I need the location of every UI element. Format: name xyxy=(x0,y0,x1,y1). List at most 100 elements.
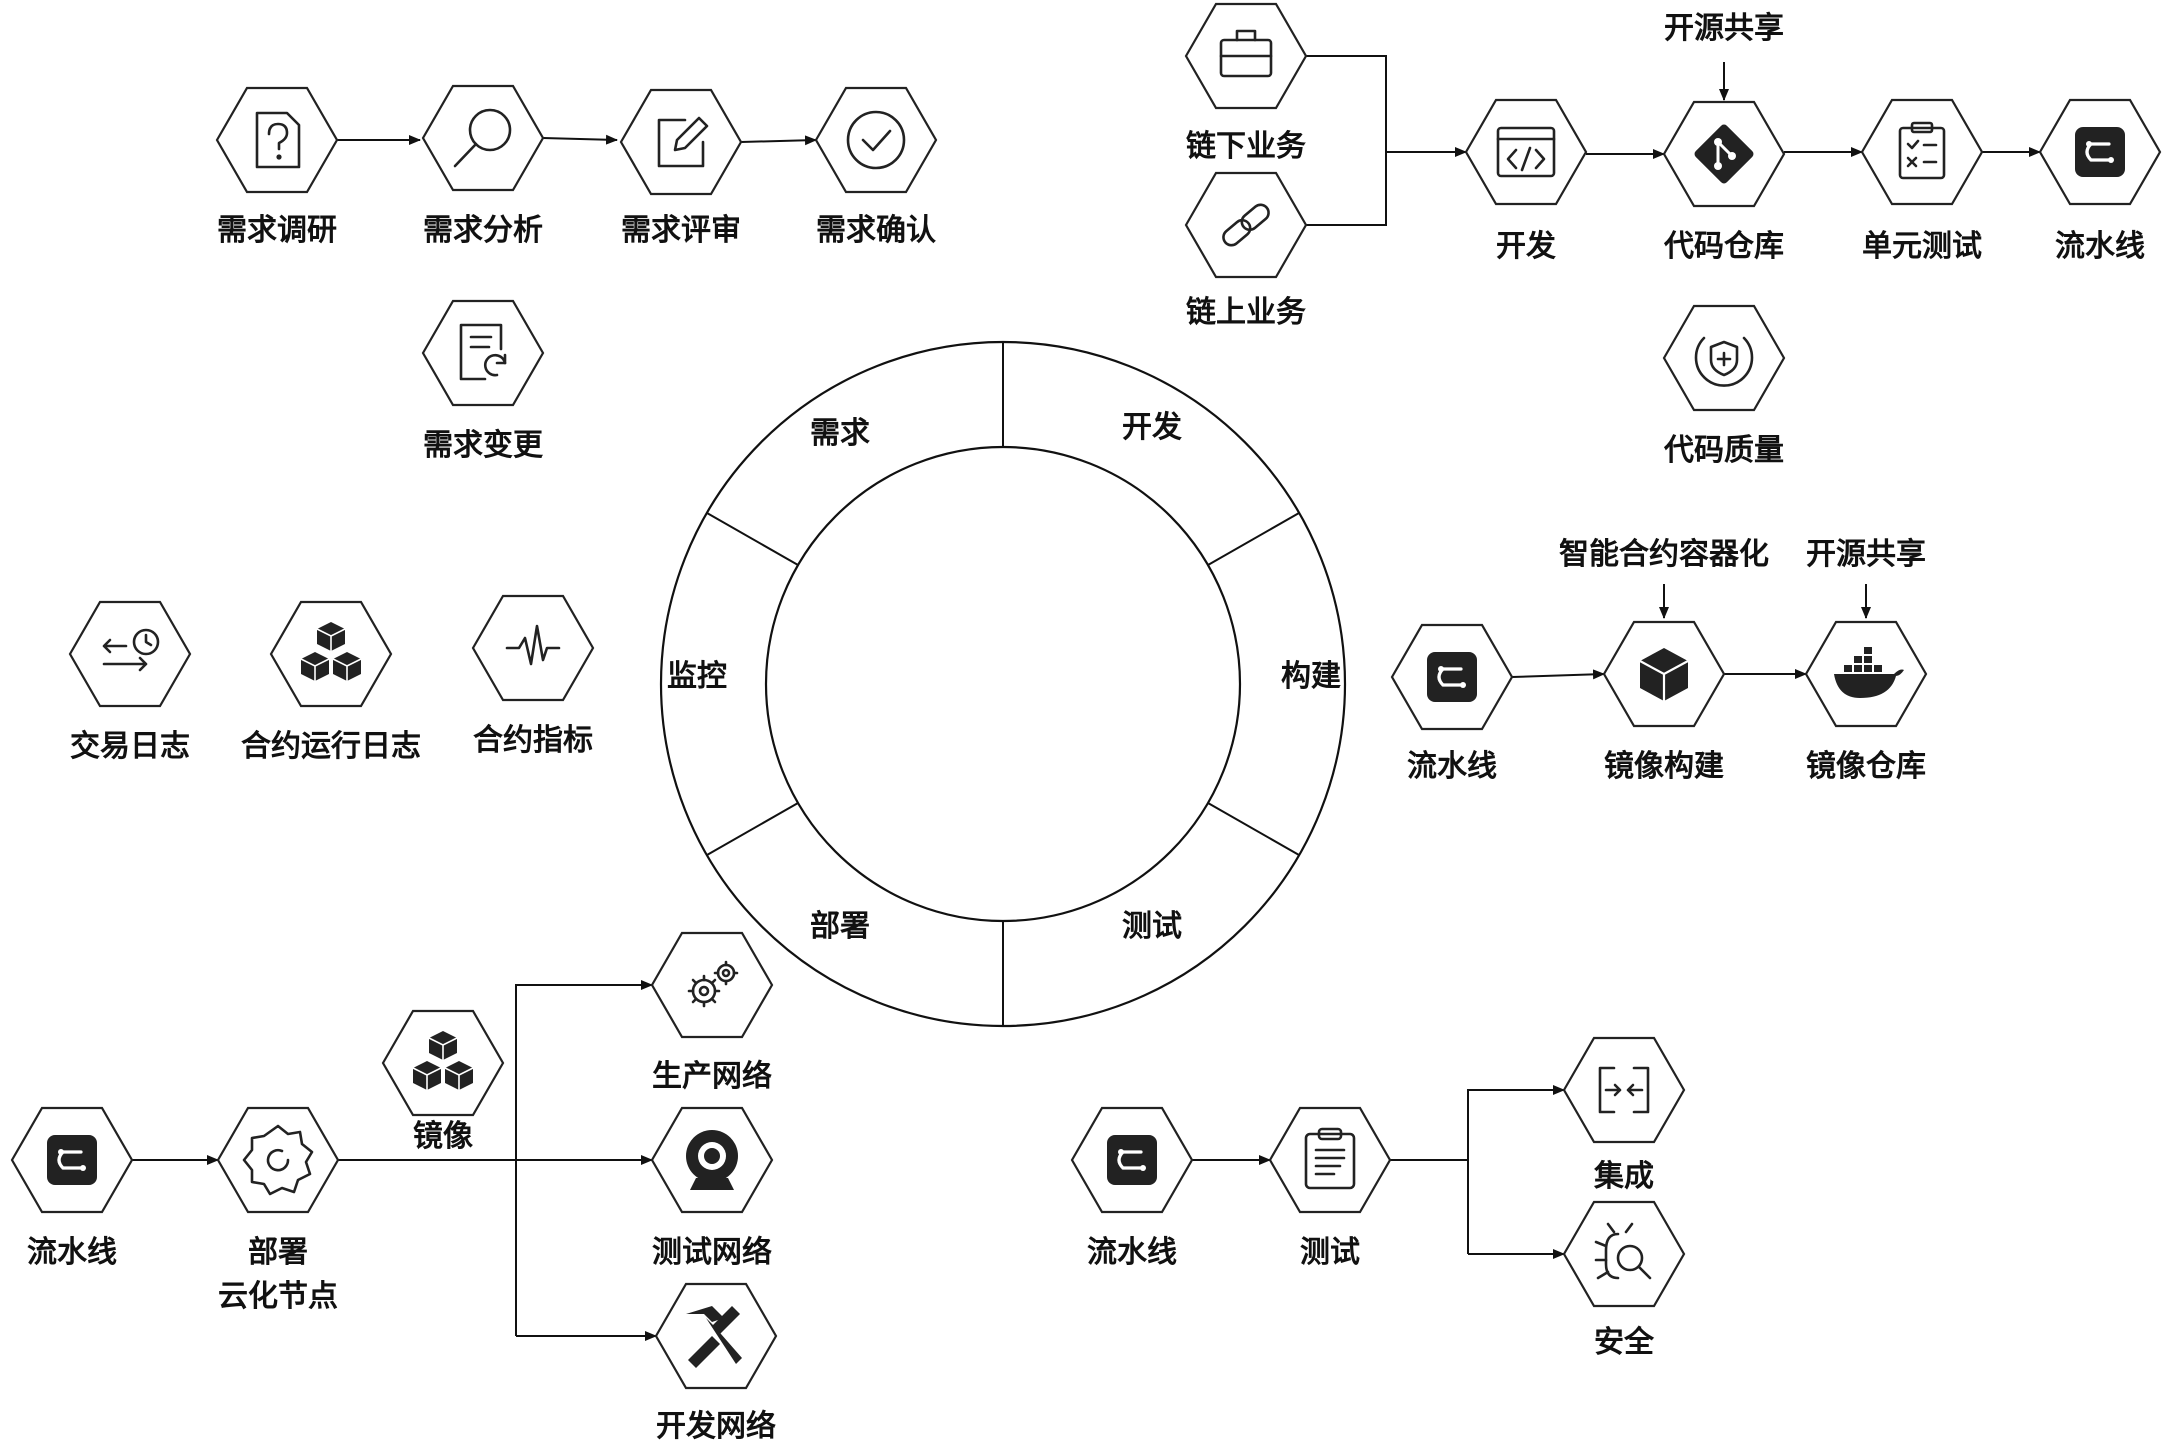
dev-pipeline-node xyxy=(2038,98,2162,206)
ring-segment-monitor: 监控 xyxy=(667,659,727,694)
build-pipeline-label: 流水线 xyxy=(1407,749,1497,784)
onchain-business-label: 链上业务 xyxy=(1186,295,1306,330)
ring-segment-test: 测试 xyxy=(1122,909,1182,944)
hammer-screwdriver-icon xyxy=(686,1306,742,1368)
integration-label: 集成 xyxy=(1593,1159,1654,1194)
pipeline-icon xyxy=(1107,1135,1157,1185)
code-quality-label: 代码质量 xyxy=(1663,433,1784,468)
deploy-group: 镜像 流水线 部署 云化节点 生产网络 测试网络 开发网络 xyxy=(10,931,778,1444)
check-circle-icon xyxy=(846,110,906,170)
testing-group: 流水线 测试 集成 安全 xyxy=(1070,1036,1686,1360)
ring-segment-deploy: 部署 xyxy=(810,909,870,944)
test-pipeline-label: 流水线 xyxy=(1087,1235,1177,1270)
cube-icon xyxy=(1639,648,1689,701)
bug-search-icon xyxy=(1594,1222,1652,1280)
security-node xyxy=(1562,1200,1686,1308)
transfer-clock-icon xyxy=(102,628,160,672)
pipeline-icon xyxy=(47,1135,97,1185)
unit-test-label: 单元测试 xyxy=(1862,229,1982,264)
build-open-source-label: 开源共享 xyxy=(1806,537,1926,572)
shield-plus-icon xyxy=(1694,336,1754,387)
webcam-icon xyxy=(686,1130,738,1190)
unit-test-node xyxy=(1860,98,1984,206)
image-repository-node xyxy=(1804,620,1928,728)
code-window-icon xyxy=(1496,126,1556,178)
requirement-survey-label: 需求调研 xyxy=(217,213,337,248)
test-pipeline-node xyxy=(1070,1106,1194,1214)
requirement-confirm-label: 需求确认 xyxy=(816,213,936,248)
production-network-node xyxy=(650,931,774,1039)
deploy-label-line2: 云化节点 xyxy=(218,1279,338,1314)
test-network-label: 测试网络 xyxy=(652,1235,772,1270)
document-refresh-icon xyxy=(459,323,507,381)
development-group: 开源共享 链下业务 链上业务 开发 代码仓库 单元测试 流水线 代码质量 xyxy=(1184,2,2162,468)
ring-segment-development: 开发 xyxy=(1122,410,1182,445)
integration-node xyxy=(1562,1036,1686,1144)
requirement-change-node xyxy=(421,299,545,407)
image-build-label: 镜像构建 xyxy=(1604,749,1724,784)
security-label: 安全 xyxy=(1594,1325,1655,1360)
development-network-node xyxy=(654,1282,778,1390)
development-network-label: 开发网络 xyxy=(656,1409,776,1444)
transaction-log-label: 交易日志 xyxy=(70,729,190,764)
pulse-icon xyxy=(505,624,561,666)
transaction-log-node xyxy=(68,600,192,708)
code-repository-node xyxy=(1662,100,1786,208)
deploy-cloud-node xyxy=(216,1106,340,1214)
gears-icon xyxy=(687,960,739,1008)
contract-metrics-label: 合约指标 xyxy=(473,723,593,758)
test-label: 测试 xyxy=(1300,1235,1360,1270)
deploy-pipeline-label: 流水线 xyxy=(27,1235,117,1270)
image-node xyxy=(381,1009,505,1117)
requirement-analysis-node xyxy=(421,84,545,192)
ring-segment-build: 构建 xyxy=(1281,659,1341,694)
develop-node xyxy=(1464,98,1588,206)
cubes-icon xyxy=(412,1031,474,1090)
requirement-change-label: 需求变更 xyxy=(423,428,544,463)
contract-metrics-node xyxy=(471,594,595,702)
monitoring-group: 交易日志 合约运行日志 合约指标 xyxy=(68,594,595,764)
requirement-confirm-node xyxy=(814,86,938,194)
pipeline-icon xyxy=(1427,652,1477,702)
production-network-label: 生产网络 xyxy=(652,1059,772,1094)
chain-link-icon xyxy=(1222,203,1270,247)
briefcase-icon xyxy=(1219,29,1273,78)
test-network-node xyxy=(650,1106,774,1214)
ring-segment-requirements: 需求 xyxy=(810,416,870,451)
test-node xyxy=(1268,1106,1392,1214)
magnifier-icon xyxy=(453,108,512,168)
deploy-label-line1: 部署 xyxy=(248,1235,308,1270)
edit-icon xyxy=(657,116,709,168)
requirement-survey-node xyxy=(215,86,339,194)
requirement-review-label: 需求评审 xyxy=(621,213,741,248)
gear-icon xyxy=(242,1124,314,1196)
contract-runtime-log-node xyxy=(269,600,393,708)
git-icon xyxy=(1694,124,1754,184)
deploy-pipeline-node xyxy=(10,1106,134,1214)
requirement-review-node xyxy=(619,88,743,196)
image-label: 镜像 xyxy=(413,1119,473,1154)
merge-icon xyxy=(1598,1066,1650,1114)
dev-pipeline-label: 流水线 xyxy=(2055,229,2145,264)
docker-whale-icon xyxy=(1834,647,1904,698)
cubes-icon xyxy=(300,622,362,681)
onchain-business-node xyxy=(1184,171,1308,279)
document-question-icon xyxy=(255,111,301,169)
offchain-business-label: 链下业务 xyxy=(1186,129,1306,164)
code-repository-label: 代码仓库 xyxy=(1663,229,1784,264)
pipeline-icon xyxy=(2075,127,2125,177)
requirements-group: 需求调研 需求分析 需求评审 需求确认 需求变更 xyxy=(215,84,938,463)
requirement-analysis-label: 需求分析 xyxy=(423,213,543,248)
build-pipeline-node xyxy=(1390,623,1514,731)
build-group: 智能合约容器化 开源共享 流水线 镜像构建 镜像仓库 xyxy=(1390,537,1928,784)
containerize-label: 智能合约容器化 xyxy=(1559,537,1769,572)
code-quality-node xyxy=(1662,304,1786,412)
image-build-node xyxy=(1602,620,1726,728)
image-repository-label: 镜像仓库 xyxy=(1806,749,1926,784)
checklist-clipboard-icon xyxy=(1898,121,1946,180)
lifecycle-ring: 需求 开发 构建 测试 部署 监控 xyxy=(659,340,1347,1028)
clipboard-icon xyxy=(1304,1127,1356,1190)
dev-open-source-label: 开源共享 xyxy=(1664,11,1784,46)
contract-runtime-log-label: 合约运行日志 xyxy=(241,729,421,764)
